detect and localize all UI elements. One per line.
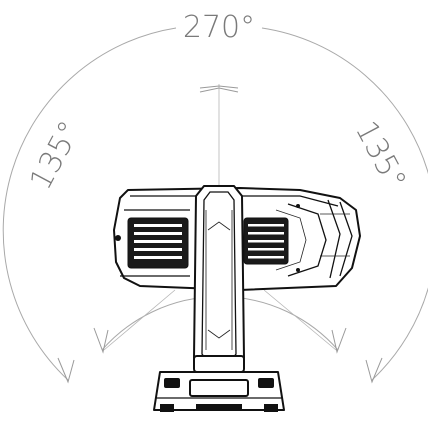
top-tick — [199, 85, 239, 93]
left-outer-arrow — [57, 357, 75, 384]
left-diagonal-guide — [103, 289, 176, 351]
total-angle-label: 270° — [183, 10, 255, 45]
right-angle-label: 135° — [348, 115, 413, 195]
moving-head-fixture — [113, 185, 361, 412]
fixture-yoke-arm — [193, 185, 245, 373]
right-inner-arrow — [331, 327, 347, 354]
left-angle-label: 135° — [23, 115, 88, 195]
right-outer-arrow — [365, 357, 383, 384]
outer-arc-right — [261, 27, 428, 381]
left-inner-arrow — [93, 327, 109, 354]
fixture-base — [153, 371, 285, 412]
outer-arc-left — [2, 27, 177, 381]
right-diagonal-guide — [263, 289, 337, 351]
right-grille-slots — [248, 224, 284, 259]
left-grille-slots — [134, 224, 182, 259]
